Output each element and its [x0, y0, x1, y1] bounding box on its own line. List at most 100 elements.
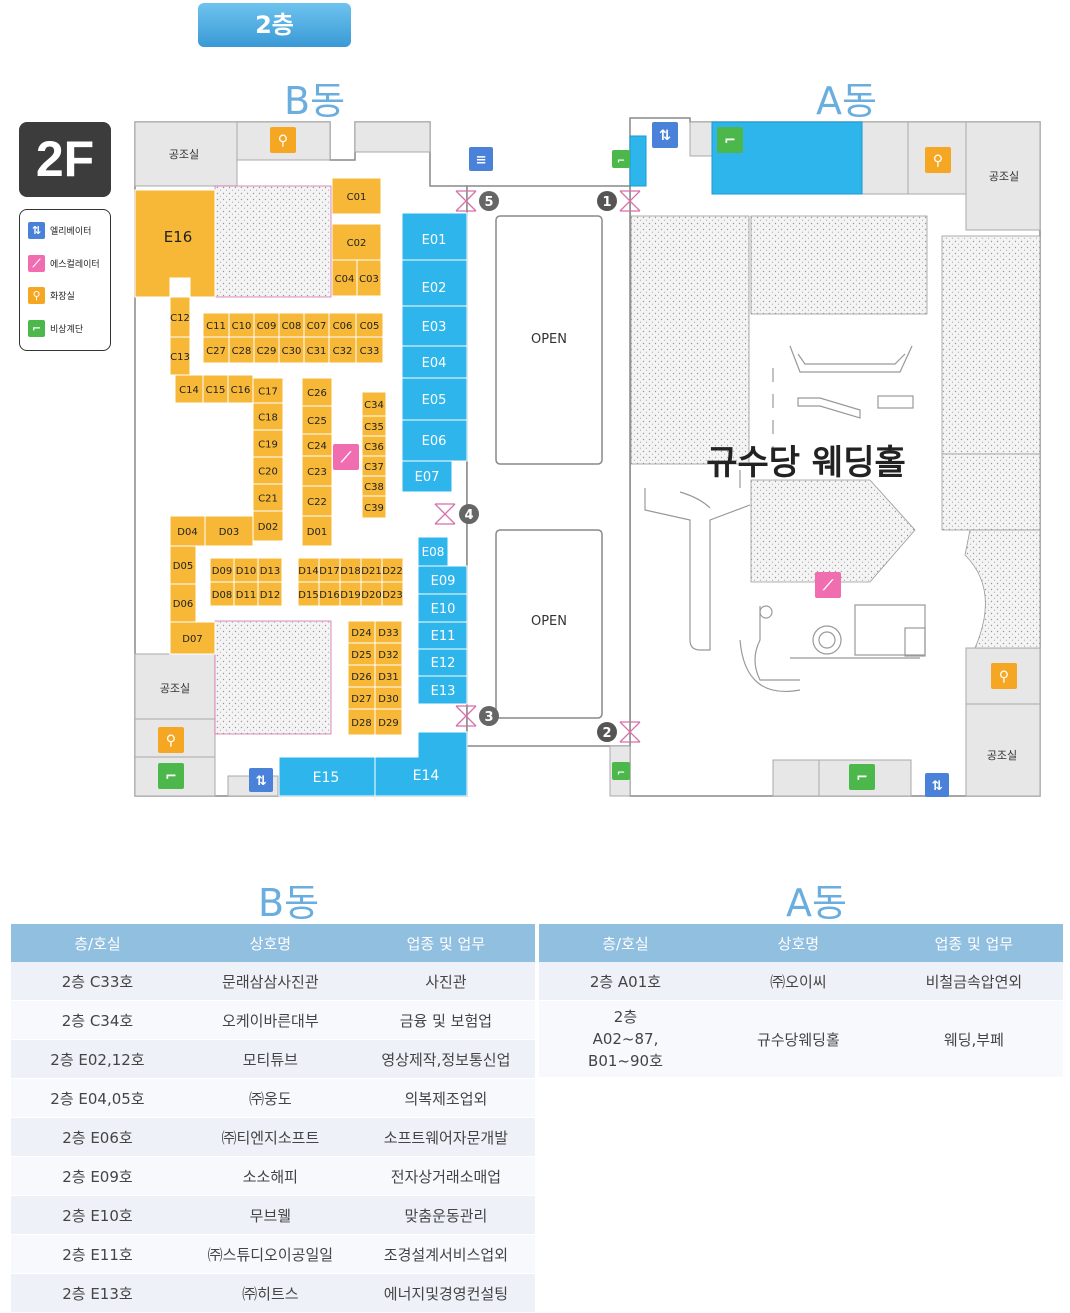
unit-label-D02: D02 [258, 522, 278, 533]
escalator-icon [815, 572, 841, 598]
cell-company: 소소해피 [183, 1156, 357, 1196]
unit-D23[interactable] [381, 581, 404, 607]
unit-label-C32: C32 [333, 346, 353, 357]
unit-C34[interactable] [361, 391, 387, 417]
restroom-icon [270, 127, 296, 153]
entrance-marker[interactable] [597, 722, 617, 742]
open-area-1 [495, 215, 603, 465]
unit-D08[interactable] [209, 581, 235, 607]
unit-label-D10: D10 [236, 566, 256, 577]
unit-C19[interactable] [252, 429, 284, 458]
unit-C32[interactable] [328, 336, 357, 364]
unit-E13[interactable] [417, 675, 468, 705]
cd-units[interactable] [169, 177, 404, 736]
legend-emergency-stairs: ⌐ 비상계단 [28, 319, 83, 337]
unit-D29[interactable] [374, 708, 403, 736]
unit-D03[interactable] [204, 515, 254, 547]
unit-C01[interactable] [331, 177, 382, 215]
unit-label-D05: D05 [173, 561, 193, 572]
unit-D06[interactable] [169, 583, 197, 623]
a-small-unit[interactable] [629, 135, 647, 187]
unit-label-D29: D29 [378, 718, 398, 729]
unit-C02[interactable] [331, 223, 382, 261]
unit-C29[interactable] [253, 336, 280, 364]
unit-C06[interactable] [328, 312, 357, 338]
unit-C26[interactable] [301, 377, 333, 407]
unit-D01[interactable] [301, 515, 333, 547]
unit-C28[interactable] [228, 336, 255, 364]
unit-C03[interactable] [356, 259, 382, 297]
elevator-icon-glyph: ⇅ [659, 128, 671, 144]
cell-room: 2층 E10호 [11, 1195, 184, 1235]
unit-D05[interactable] [169, 545, 197, 585]
unit-E10[interactable] [417, 593, 468, 623]
entrance-marker[interactable] [479, 191, 499, 211]
unit-E11[interactable] [417, 621, 468, 650]
floor-tab[interactable]: 2층 [198, 3, 351, 47]
hall-areas [630, 215, 1041, 649]
unit-label-C05: C05 [360, 321, 380, 332]
unit-label-D04: D04 [177, 527, 197, 538]
unit-label-C29: C29 [257, 346, 277, 357]
unit-label-D15: D15 [298, 590, 318, 601]
cell-room: 2층 E04,05호 [11, 1078, 184, 1118]
unit-D11[interactable] [233, 581, 259, 607]
open-label-2: OPEN [531, 614, 567, 629]
unit-label-C15: C15 [206, 385, 226, 396]
entrance-marker[interactable] [479, 706, 499, 726]
unit-C04[interactable] [331, 259, 358, 297]
unit-label-C17: C17 [258, 387, 278, 398]
unit-label-C20: C20 [258, 467, 278, 478]
unit-E07[interactable] [401, 460, 453, 493]
col-header: 업종 및 업무 [884, 924, 1063, 962]
unit-C39[interactable] [361, 495, 387, 519]
entrance-marker[interactable] [459, 504, 479, 524]
unit-C27[interactable] [202, 336, 230, 364]
unit-C18[interactable] [252, 402, 284, 431]
unit-D07[interactable] [169, 621, 216, 655]
unit-E09[interactable] [417, 565, 468, 595]
e-units[interactable] [278, 212, 468, 797]
unit-E14[interactable] [374, 731, 468, 797]
unit-C21[interactable] [252, 483, 284, 512]
utility-room-label: 공조실 [987, 749, 1017, 762]
unit-C31[interactable] [303, 336, 330, 364]
unit-C22[interactable] [301, 485, 333, 517]
elevator-icon: ⇅ [28, 221, 45, 239]
cell-room: 2층 C34호 [11, 1000, 184, 1040]
unit-C16[interactable] [227, 374, 254, 404]
unit-E02[interactable] [401, 259, 468, 307]
unit-label-C09: C09 [257, 321, 277, 332]
emergency-stairs-icon-glyph: ⌐ [165, 769, 177, 785]
utility-room [965, 703, 1041, 797]
unit-label-C27: C27 [206, 346, 226, 357]
unit-label-E13: E13 [431, 684, 456, 699]
entrance-marker[interactable] [597, 191, 617, 211]
unit-C07[interactable] [303, 312, 330, 338]
unit-label-D26: D26 [351, 672, 371, 683]
col-header: 층/호실 [11, 924, 184, 962]
unit-C33[interactable] [355, 336, 384, 364]
unit-C25[interactable] [301, 405, 333, 435]
unit-E16[interactable] [134, 189, 216, 298]
unit-E15[interactable] [278, 756, 376, 797]
unit-D12[interactable] [257, 581, 283, 607]
unit-D09[interactable] [209, 557, 235, 583]
unit-label-D22: D22 [382, 566, 402, 577]
emergency-stairs-icon-glyph: ⌐ [724, 133, 736, 149]
cell-room: 2층 E13호 [11, 1273, 184, 1313]
unit-C05[interactable] [355, 312, 384, 338]
cell-room: 2층 A01호 [539, 962, 712, 1001]
emergency-stairs-icon [612, 762, 630, 780]
unit-label-C21: C21 [258, 494, 278, 505]
unit-C30[interactable] [278, 336, 305, 364]
unit-C23[interactable] [301, 455, 333, 487]
unit-label-C35: C35 [364, 422, 384, 433]
unit-D28[interactable] [347, 708, 376, 736]
unit-label-C11: C11 [206, 321, 226, 332]
unit-label-C14: C14 [179, 385, 199, 396]
